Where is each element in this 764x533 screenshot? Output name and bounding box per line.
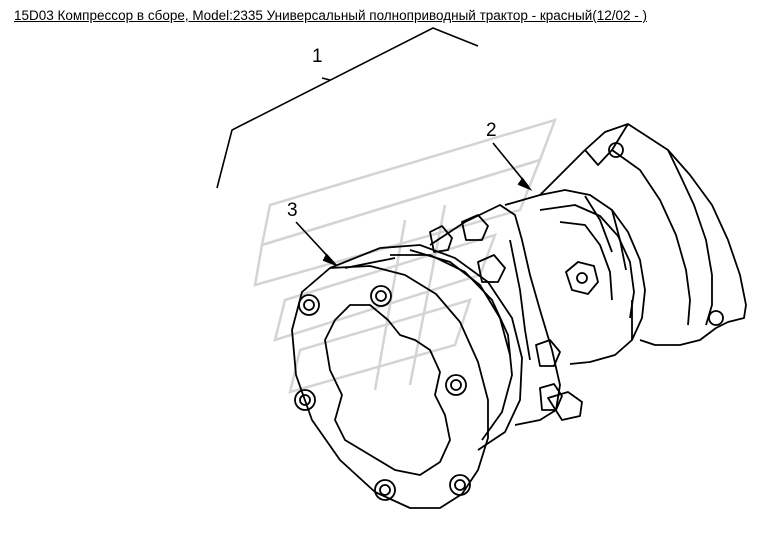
front-head — [429, 204, 583, 426]
bolt-head — [374, 479, 396, 501]
leader-arrow-3 — [322, 253, 337, 266]
page-title: 15D03 Компрессор в сборе, Model:2335 Уни… — [14, 8, 648, 23]
bolt-head — [298, 294, 320, 316]
cylinder-body — [504, 189, 646, 365]
callout-3: 3 — [287, 200, 298, 221]
bolt-head — [449, 474, 471, 496]
callout-1: 1 — [312, 46, 323, 67]
leader-lines — [295, 142, 533, 266]
bolt-heads — [294, 285, 471, 501]
leader-line-1 — [216, 27, 479, 189]
bolt-head — [294, 389, 316, 411]
hex-fitting — [564, 261, 599, 296]
bolt-head — [370, 285, 392, 307]
rear-housing — [539, 123, 747, 346]
bolt-head — [445, 374, 467, 396]
callout-2: 2 — [486, 120, 497, 141]
leader-arrow-2 — [517, 177, 533, 191]
